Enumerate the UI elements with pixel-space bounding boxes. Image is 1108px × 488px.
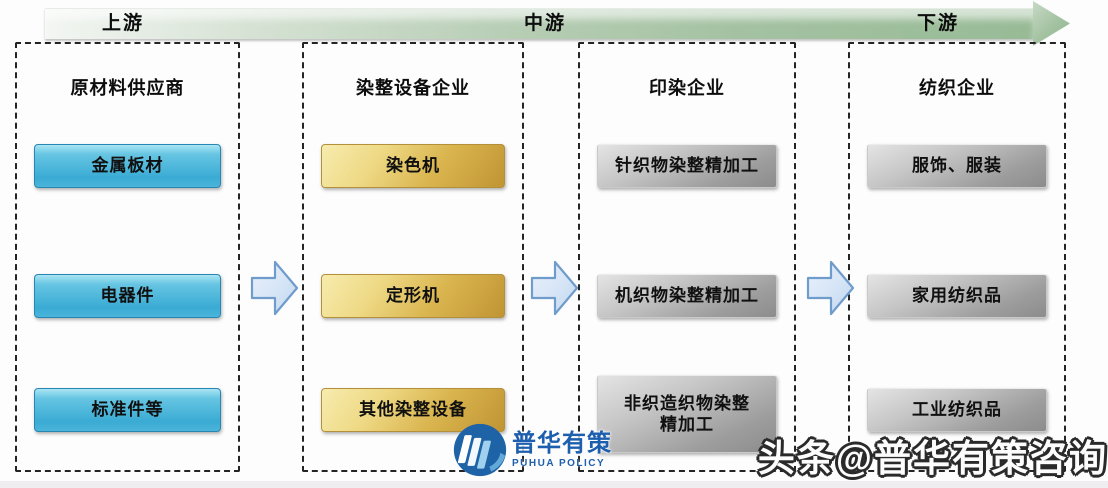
flow-bar-arrowhead-icon <box>1033 1 1070 46</box>
column-textile-enterprises: 纺织企业 服饰、服装 家用纺织品 工业纺织品 <box>848 42 1066 472</box>
column-header-equipment: 染整设备企业 <box>356 78 470 98</box>
column-header-printing-dyeing: 印染企业 <box>649 78 725 98</box>
column-header-textile: 纺织企业 <box>919 78 995 98</box>
node-other-dyeing-equipment: 其他染整设备 <box>321 388 505 432</box>
stage-label-downstream: 下游 <box>916 13 960 34</box>
watermark-toutiao-account: 头条@普华有策咨询 <box>757 438 1108 479</box>
column-dyeing-equipment-companies: 染整设备企业 染色机 定形机 其他染整设备 <box>302 42 524 472</box>
node-standard-parts: 标准件等 <box>34 388 221 432</box>
node-nonwoven-fabric-finishing: 非织造织物染整精加工 <box>597 375 777 453</box>
logo-company-name: 普华有策 <box>512 429 612 457</box>
stage-label-midstream: 中游 <box>523 13 567 34</box>
node-woven-fabric-finishing: 机织物染整精加工 <box>597 274 777 318</box>
flow-arrow-icon <box>250 260 299 316</box>
puhua-policy-logo: 普华有策 PUHUA POLICY <box>452 422 612 478</box>
bottom-strip <box>0 481 1108 488</box>
logo-company-subtitle: PUHUA POLICY <box>512 457 606 469</box>
node-setting-machine: 定形机 <box>321 274 505 318</box>
column-header-raw-materials: 原材料供应商 <box>70 78 185 98</box>
flow-arrow-icon <box>806 260 855 316</box>
node-dyeing-machine: 染色机 <box>321 144 505 188</box>
node-industrial-textiles: 工业纺织品 <box>867 388 1047 432</box>
node-knitted-fabric-finishing: 针织物染整精加工 <box>597 144 777 188</box>
puhua-policy-logo-icon <box>453 423 507 477</box>
column-printing-dyeing-enterprises: 印染企业 针织物染整精加工 机织物染整精加工 非织造织物染整精加工 <box>578 42 796 472</box>
flow-arrow-icon <box>530 260 579 316</box>
node-home-textiles: 家用纺织品 <box>867 274 1047 318</box>
stage-label-upstream: 上游 <box>101 13 145 34</box>
node-apparel-clothing: 服饰、服装 <box>867 144 1047 188</box>
node-electrical-components: 电器件 <box>34 274 221 318</box>
node-metal-sheets: 金属板材 <box>34 144 221 188</box>
column-raw-material-suppliers: 原材料供应商 金属板材 电器件 标准件等 <box>15 42 240 472</box>
flow-stage-bar: 上游 中游 下游 <box>45 8 1035 39</box>
